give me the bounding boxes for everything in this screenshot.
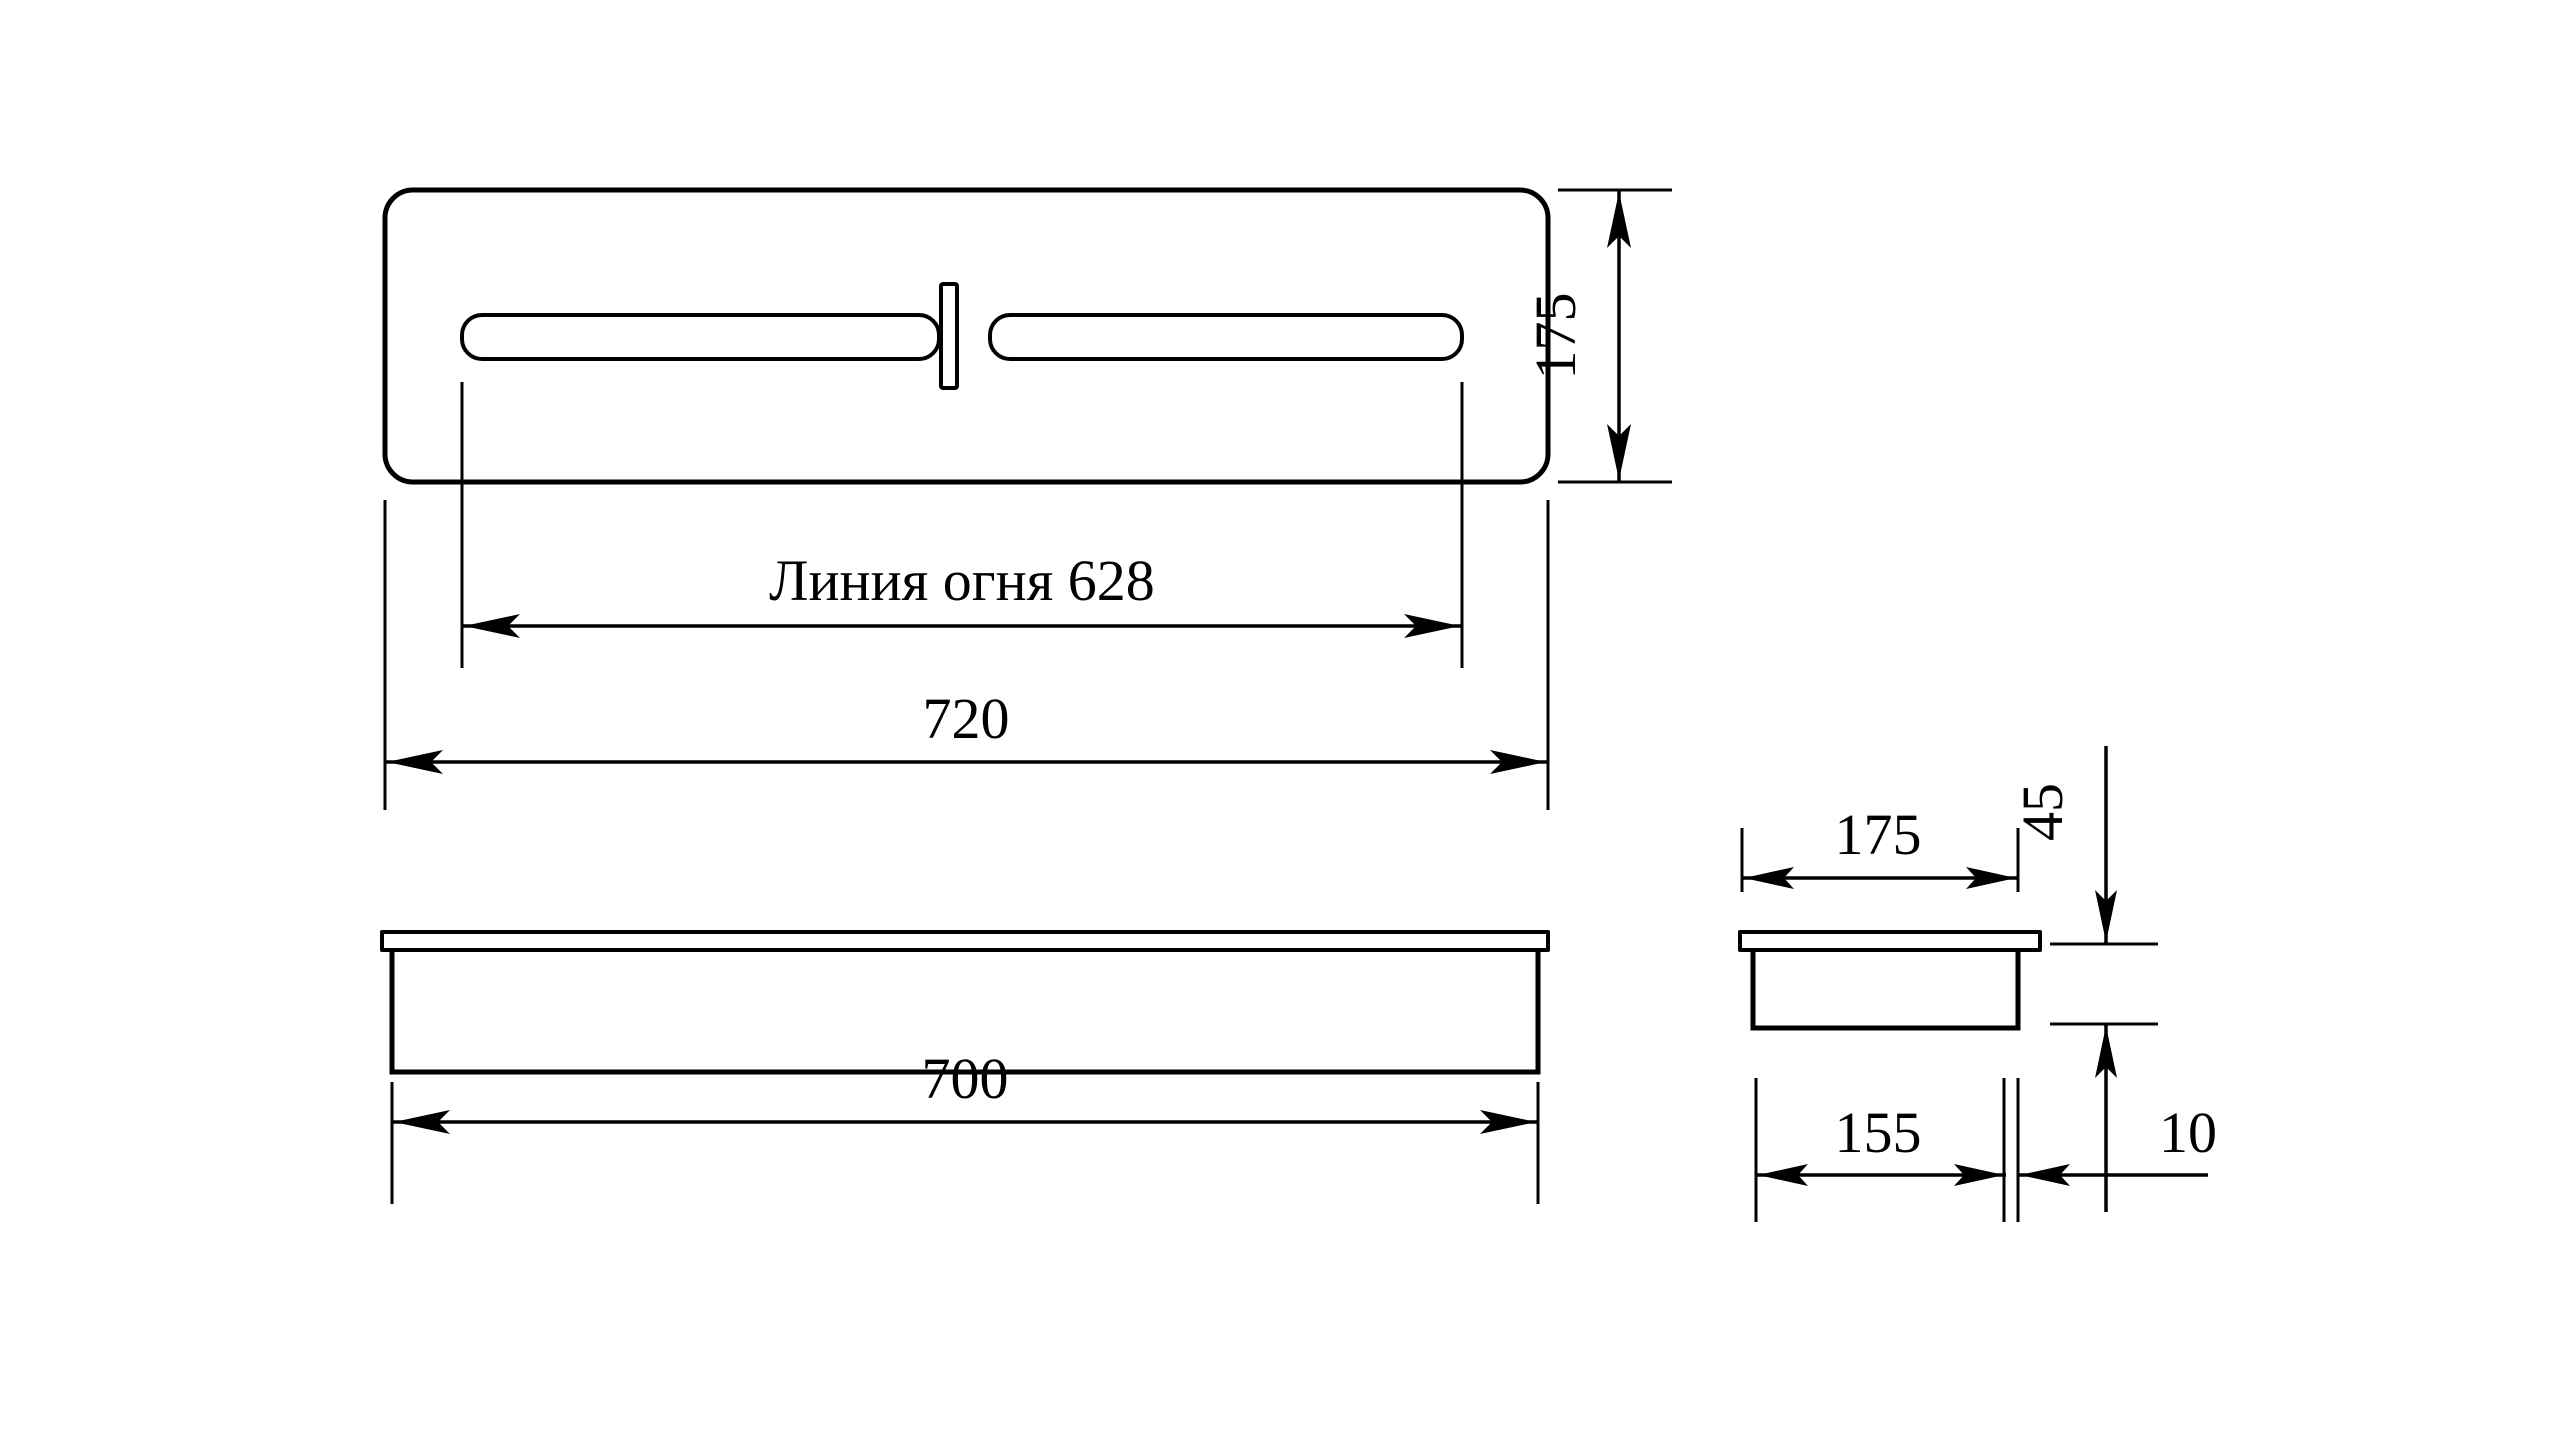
dimension-top-height: 175	[1523, 188, 1672, 484]
arrow-right-icon	[2020, 1164, 2070, 1186]
arrow-right-icon	[1404, 614, 1460, 638]
left-burner-slot	[460, 313, 941, 361]
dimension-side-depth: 155	[1754, 1078, 2006, 1222]
arrow-right-icon	[1480, 1110, 1536, 1134]
arrow-up-icon	[2095, 1026, 2117, 1078]
right-burner-slot	[988, 313, 1464, 361]
arrow-right-icon	[1966, 867, 2016, 889]
front-view: 700	[380, 930, 1550, 1204]
top-view-plate-outline	[382, 187, 1551, 485]
dimension-fire-line-label: Линия огня 628	[769, 548, 1155, 613]
arrow-down-icon	[2095, 890, 2117, 942]
dimension-body-length: 700	[390, 1046, 1540, 1204]
dimension-overall-length: 720	[383, 500, 1550, 810]
center-divider	[939, 282, 959, 390]
arrow-right-icon	[1954, 1164, 2004, 1186]
dimension-side-depth-label: 155	[1835, 1100, 1922, 1165]
arrow-left-icon	[1744, 867, 1794, 889]
side-view: 175 45 155	[1738, 746, 2217, 1222]
dimension-overall-length-label: 720	[923, 686, 1010, 751]
arrow-down-icon	[1607, 424, 1631, 480]
arrow-left-icon	[394, 1110, 450, 1134]
side-view-flange	[1738, 930, 2042, 952]
arrow-right-icon	[1490, 750, 1546, 774]
dimension-fire-line: Линия огня 628	[460, 382, 1464, 668]
dimension-side-height-label: 45	[2010, 783, 2075, 841]
front-view-flange	[380, 930, 1550, 952]
arrow-left-icon	[387, 750, 443, 774]
dimension-top-height-label: 175	[1523, 293, 1588, 380]
front-view-body	[389, 950, 1541, 1075]
dimension-flange-height: 10	[2016, 1078, 2217, 1222]
side-view-body	[1750, 950, 2021, 1031]
top-view: 175 Линия огня 628 720	[382, 187, 1672, 810]
dimension-side-width: 175	[1740, 802, 2020, 892]
dimension-side-height: 45	[2010, 746, 2158, 1212]
arrow-left-icon	[1758, 1164, 1808, 1186]
dimension-flange-height-label: 10	[2159, 1100, 2217, 1165]
dimension-body-length-label: 700	[922, 1046, 1009, 1111]
dimension-side-width-label: 175	[1835, 802, 1922, 867]
arrow-up-icon	[1607, 192, 1631, 248]
arrow-left-icon	[464, 614, 520, 638]
